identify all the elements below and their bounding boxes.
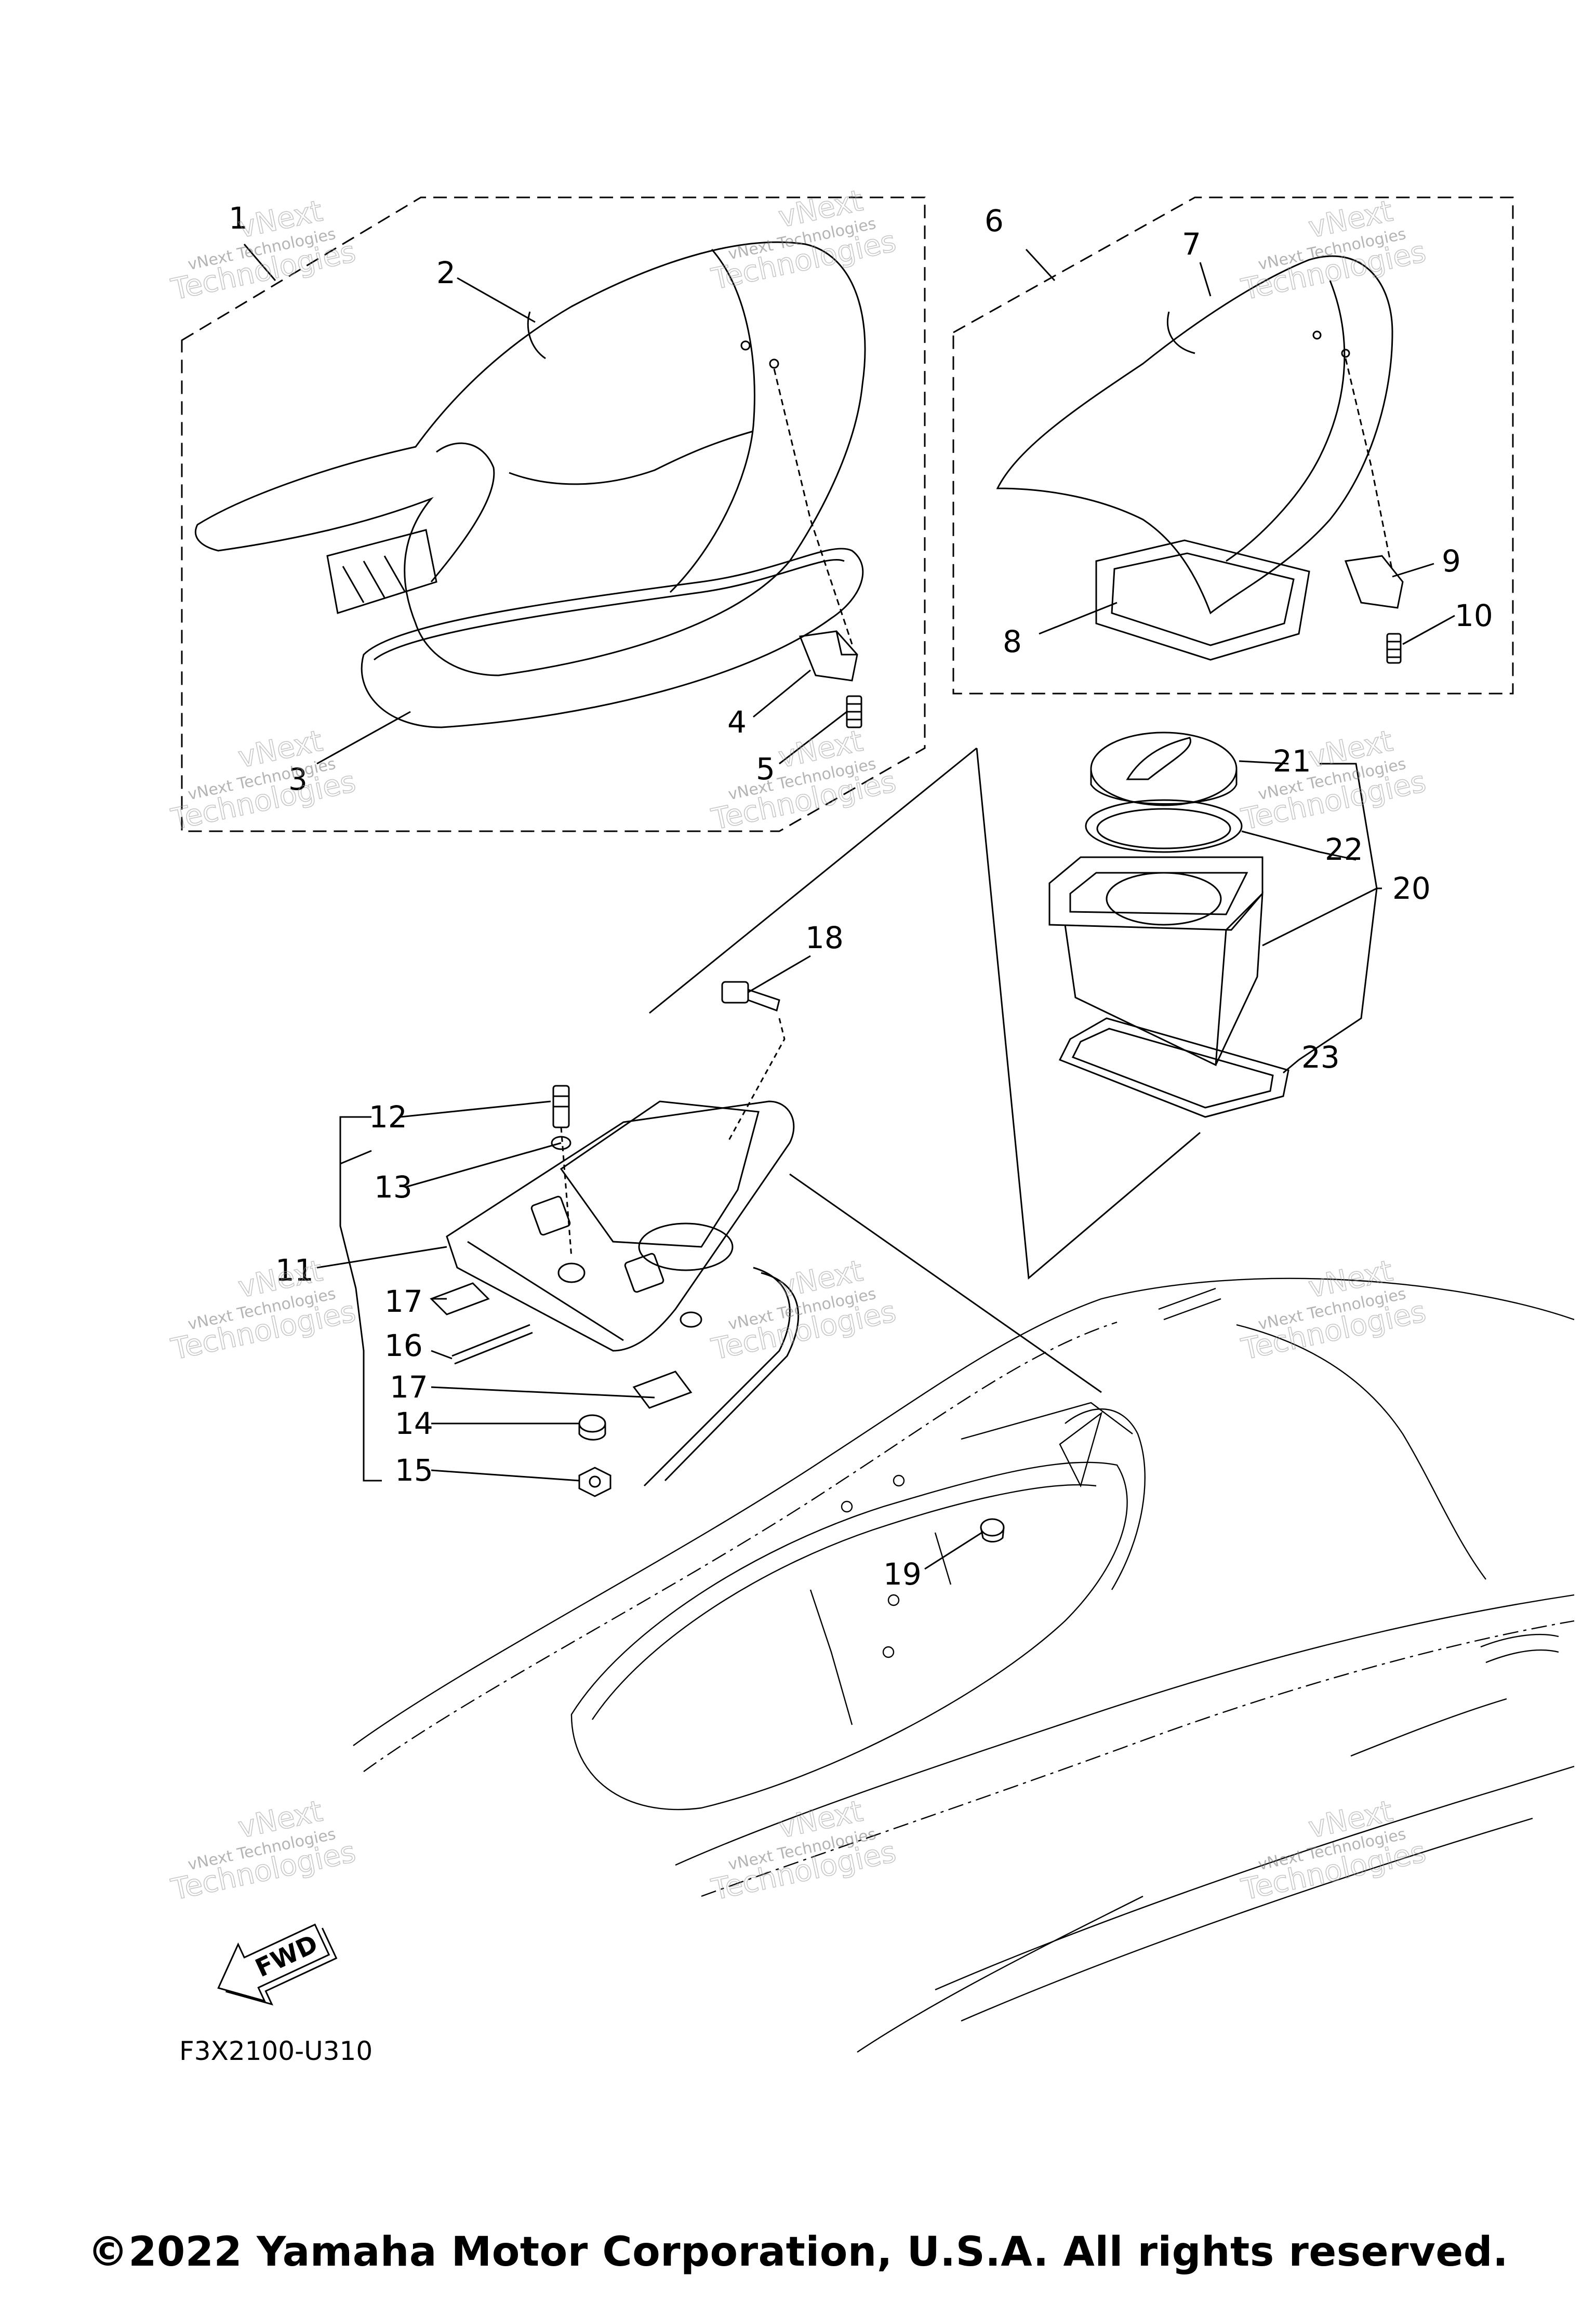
damper-14	[578, 1414, 606, 1441]
rear-seat-bolt-10	[1386, 633, 1402, 664]
watermark: vNext vNext Technologies Technologies	[168, 1794, 359, 1908]
rear-seat-lock-hook	[1344, 555, 1404, 609]
callout-18: 18	[805, 920, 844, 955]
callout-3: 3	[288, 762, 308, 797]
callout-7: 7	[1182, 227, 1201, 262]
grommet-19	[980, 1518, 1005, 1542]
callout-10: 10	[1455, 598, 1493, 633]
storage-base-gasket	[1058, 1017, 1289, 1118]
callout-23: 23	[1301, 1040, 1340, 1075]
watermark: vNext vNext Technologies Technologies	[168, 1254, 359, 1367]
hatch-fittings	[530, 1195, 702, 1328]
rear-seat-frame	[1095, 539, 1310, 661]
seat-bolt-5	[846, 695, 862, 728]
callout-19: 19	[883, 1556, 922, 1592]
copyright-notice: ©2022 Yamaha Motor Corporation, U.S.A. A…	[87, 2229, 1509, 2276]
callout-5: 5	[756, 751, 775, 787]
rear-seat	[996, 255, 1393, 615]
bolt-18	[721, 981, 786, 1143]
callout-8: 8	[1003, 624, 1022, 659]
seat-gasket	[361, 548, 864, 728]
leader-lines	[243, 244, 1455, 1570]
callout-14: 14	[395, 1406, 433, 1441]
watermark: vNext vNext Technologies Technologies	[1238, 724, 1429, 837]
callout-15: 15	[395, 1453, 433, 1488]
watercraft-hull	[353, 1278, 1575, 2053]
watermark: vNext vNext Technologies Technologies	[168, 194, 359, 308]
watermark: vNext vNext Technologies Technologies	[708, 1794, 899, 1908]
group-box-rear-seat	[952, 196, 1514, 695]
seal-strip-16	[451, 1324, 533, 1365]
callout-12: 12	[369, 1099, 407, 1135]
watermark: vNext vNext Technologies Technologies	[708, 183, 899, 297]
callout-22: 22	[1325, 832, 1363, 867]
main-seat	[194, 241, 866, 676]
callout-21: 21	[1273, 743, 1311, 779]
callout-17b: 17	[390, 1369, 428, 1405]
long-seal-strip	[643, 1267, 800, 1487]
callout-17a: 17	[384, 1284, 423, 1319]
group-box-seat-assembly	[181, 196, 926, 832]
tape-17	[430, 1282, 693, 1409]
hatch-guide-line	[789, 1173, 1102, 1393]
storage-container	[1048, 856, 1264, 1067]
diagram-ref-code: F3X2100-U310	[179, 2036, 373, 2066]
seat-lock-hook	[799, 630, 858, 682]
callout-6: 6	[985, 203, 1004, 238]
callout-16: 16	[384, 1328, 423, 1363]
seat-underside-bracket	[326, 529, 437, 614]
callout-1: 1	[229, 201, 248, 236]
hatch-frame	[446, 1100, 795, 1352]
watermark: vNext vNext Technologies Technologies	[1238, 1794, 1429, 1908]
storage-o-ring	[1085, 799, 1243, 853]
callout-11: 11	[275, 1253, 314, 1288]
callout-2: 2	[436, 255, 456, 290]
washer-13	[551, 1136, 571, 1150]
storage-cap	[1090, 731, 1238, 806]
watermark: vNext vNext Technologies Technologies	[1238, 194, 1429, 308]
watermark: vNext vNext Technologies Technologies	[1238, 1254, 1429, 1367]
fwd-arrow-icon: FWD	[217, 1923, 338, 2006]
callout-labels: 1 2 3 4 5 6 7 8 9 10 11 12 13 14 15 16 1…	[229, 201, 1493, 1592]
callout-13: 13	[374, 1169, 413, 1205]
nut-15	[578, 1467, 611, 1497]
watermark: vNext vNext Technologies Technologies	[708, 1254, 899, 1367]
callout-20: 20	[1392, 871, 1431, 906]
callout-9: 9	[1442, 543, 1461, 579]
watermark: vNext vNext Technologies Technologies	[168, 724, 359, 837]
storage-guide-lines	[649, 747, 1201, 1280]
watermarks: vNext vNext Technologies Technologies vN…	[168, 183, 1429, 1908]
callout-4: 4	[727, 704, 747, 740]
parts-bracket	[339, 1116, 382, 1482]
